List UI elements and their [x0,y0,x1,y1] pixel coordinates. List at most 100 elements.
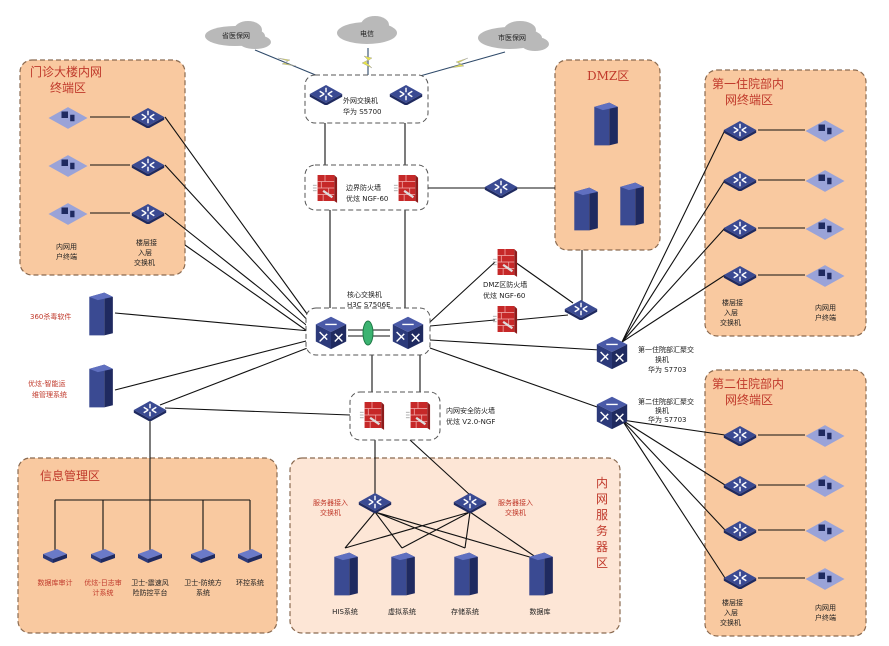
server-label: 存储系统 [451,607,479,616]
core-switch-model: H3C S7506E [347,301,391,309]
inner-firewall-label: 内网安全防火墙 [446,406,495,415]
zone-info-management [17,457,278,634]
outer-switch-model: 华为 S5700 [343,107,381,116]
inner-firewall-model: 优炫 V2.0-NGF [446,417,495,426]
info-device-label: 数据库审计 [38,578,73,587]
cloud-city-insurance: 市医保网 [478,21,549,51]
server-label: 虚拟系统 [388,607,416,616]
svg-text:市医保网: 市医保网 [498,33,526,42]
dmz-firewall-icon [492,247,518,278]
dmz-firewall-model: 优炫 NGF-60 [483,291,525,300]
zone-server-title-char: 服 [596,508,608,522]
zone-ward1-title: 网终端区 [725,92,773,107]
access-switch-label: 入层 [138,249,152,257]
agg1-label: 换机 [655,355,669,364]
access-switch-label: 入层 [724,609,738,617]
server-switch-label: 服务器接入 [313,498,348,507]
ops-label: 优炫-智能运 [28,379,66,388]
access-switch-label: 交换机 [720,618,741,627]
dmz-switch-icon [564,299,598,320]
agg2-model: 华为 S7703 [648,415,686,424]
info-device-label: 环控系统 [236,578,264,587]
agg2-label: 换机 [655,406,669,415]
info-device-label: 卫士-防统方 [184,578,222,587]
zone-dmz-title: DMZ区 [587,69,629,83]
zone-server [289,457,621,634]
zone-server-title-char: 内 [596,476,608,490]
server-switch-label: 交换机 [505,508,526,517]
lightning-icon [449,57,469,69]
user-terminal-label: 内网用 [815,303,836,312]
access-switch-label: 楼层接 [722,598,743,607]
zone-server-title-char: 务 [596,523,608,538]
border-firewall-label: 边界防火墙 [346,183,381,192]
agg1-label: 第一住院部汇聚交 [638,345,694,354]
svg-text:电信: 电信 [360,29,374,38]
agg2-label: 第二住院部汇聚交 [638,397,694,406]
access-switch-label: 楼层接 [722,298,743,307]
lightning-icon [361,55,373,69]
agg1-model: 华为 S7703 [648,365,686,374]
server-icon [391,552,415,596]
info-device-label: 优炫-日志审 [84,578,122,587]
link-aggregation-icon [362,320,374,346]
border-firewall-model: 优炫 NGF-60 [346,194,388,203]
svg-text:省医保网: 省医保网 [222,31,250,40]
core-switch-label: 核心交换机 [347,290,382,299]
cloud-telecom: 电信 [337,16,397,44]
server-label: HIS系统 [332,607,358,616]
zone-ward2 [704,369,867,637]
zone-server-title-char: 器 [596,540,608,554]
zone-ward2-title: 第二住院部内 [712,376,784,391]
zone-dmz [554,59,661,251]
info-device-label: 系统 [196,588,210,597]
zone-ward2-title: 网终端区 [725,392,773,407]
access-switch-label: 楼层接 [136,238,157,247]
outer-switch-label: 外网交换机 [343,96,378,105]
zone-server-title-char: 区 [596,556,608,570]
zone-info-title: 信息管理区 [40,468,100,483]
lightning-icon [277,57,297,67]
user-terminal-label: 内网用 [56,242,77,251]
antivirus-label: 360杀毒软件 [30,312,71,321]
server-label: 数据库 [530,607,551,616]
zone-ward1 [704,69,867,337]
server-icon [594,102,618,146]
dmz-firewall-icon [492,304,518,335]
server-icon [334,552,358,596]
server-icon [454,552,478,596]
user-terminal-label: 内网用 [815,603,836,612]
zone-ward1-title: 第一住院部内 [712,76,784,91]
server-switch-label: 交换机 [320,508,341,517]
ops-server-icon [89,364,113,408]
dmz-firewall-label: DMZ区防火墙 [483,280,527,289]
info-device-label: 计系统 [93,588,114,597]
access-switch-label: 交换机 [134,258,155,267]
dmz-uplink-switch-icon [484,177,518,198]
cloud-provincial-insurance: 省医保网 [205,21,271,49]
server-switch-label: 服务器接入 [498,498,533,507]
outer-switch-group [304,74,429,124]
user-terminal-label: 户终端 [56,252,77,261]
access-switch-label: 入层 [724,309,738,317]
info-device-label: 险防控平台 [133,588,168,597]
user-terminal-label: 户终端 [815,613,836,622]
server-icon [620,182,644,226]
server-icon [529,552,553,596]
server-icon [574,187,598,231]
access-switch-label: 交换机 [720,318,741,327]
antivirus-server-icon [89,292,113,336]
links [54,48,805,579]
servers: HIS系统 虚拟系统 存储系统 数据库 [332,552,553,616]
zone-server-title-char: 网 [596,492,608,506]
ward2-aggregation-switch-icon [596,396,628,430]
zone-outpatient-title: 门诊大楼内网 [30,64,102,79]
lightning-icons [277,55,469,69]
info-device-label: 卫士-震速风 [131,578,169,587]
user-terminal-label: 户终端 [815,313,836,322]
ops-label: 维管理系统 [32,390,67,399]
zone-outpatient-title: 终端区 [50,80,86,95]
